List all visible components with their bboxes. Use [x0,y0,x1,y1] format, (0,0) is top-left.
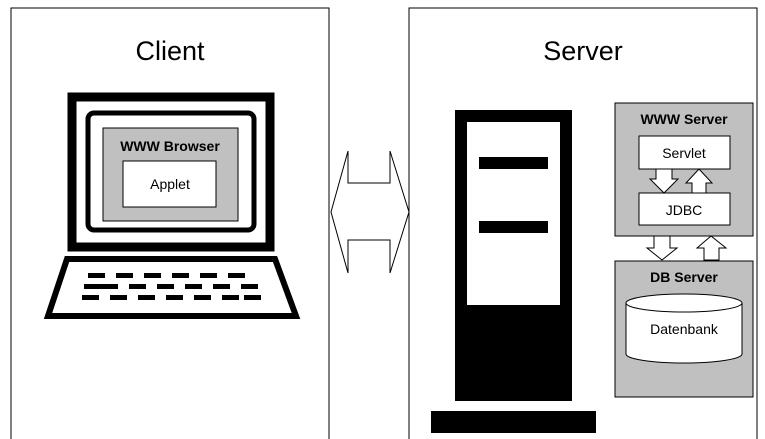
drive-slot-top [479,157,548,169]
key [166,295,183,300]
datenbank-label: Datenbank [650,321,719,337]
tower-base [431,411,596,433]
double-arrow-icon [330,150,410,274]
applet-box [122,160,217,208]
laptop-icon: WWW Browser Applet [43,92,301,319]
key [172,273,189,278]
www-server-label: WWW Server [640,111,728,127]
www-server-box: WWW Server Servlet JDBC [614,102,754,237]
key [222,295,239,300]
keyboard-keys [82,273,261,300]
jdbc-box [638,192,731,226]
cylinder-body [625,303,743,364]
key [185,284,202,289]
www-browser-label: WWW Browser [120,138,220,154]
client-panel: Client WWW Browser Applet [10,7,330,439]
key [110,295,127,300]
key [194,295,211,300]
arrow-up-db-www [695,235,728,261]
client-title: Client [135,36,205,66]
arrow-down-servlet-jdbc [648,168,680,194]
jdbc-label: JDBC [666,202,703,218]
tower-panel [467,122,560,305]
server-title: Server [543,36,623,66]
db-server-label: DB Server [650,269,718,285]
key [200,273,217,278]
server-panel: Server WWW Server Servlet JDBC D [408,7,758,439]
key [82,295,99,300]
servlet-box [638,135,731,170]
key [228,273,245,278]
key [241,284,258,289]
key [101,284,118,289]
db-server-box: DB Server Datenbank [614,260,754,398]
server-tower-icon [431,110,596,433]
key [116,273,133,278]
applet-label: Applet [150,176,190,192]
key [213,284,230,289]
arrow-up-jdbc-servlet [684,168,714,194]
drive-slot-bottom [479,221,548,233]
key [144,273,161,278]
key [138,295,155,300]
cylinder-top [625,293,743,313]
key [244,295,261,300]
key [157,284,174,289]
arrow-down-www-db [645,235,679,261]
key [129,284,146,289]
servlet-label: Servlet [662,145,706,161]
key [88,273,105,278]
database-cylinder-icon: Datenbank [625,293,743,364]
connection-arrow [330,150,410,274]
key [84,284,101,289]
